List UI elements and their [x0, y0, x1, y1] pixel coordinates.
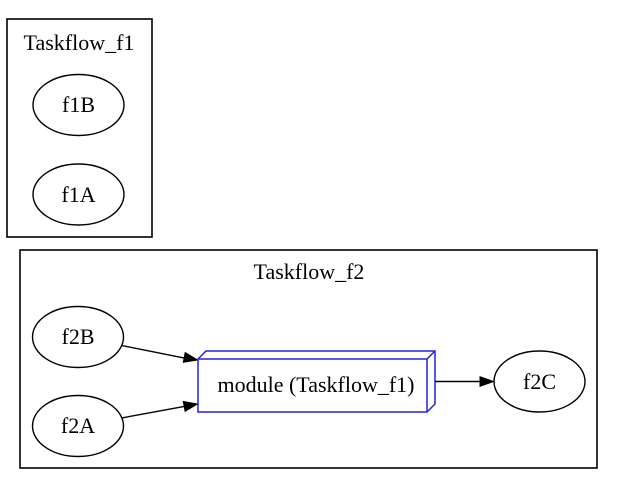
cluster-taskflow-f1-title: Taskflow_f1 — [24, 30, 135, 55]
cluster-taskflow-f2: Taskflow_f2 f2B f2A — [19, 249, 598, 469]
node-f2C-label: f2C — [523, 369, 556, 394]
node-f2C: f2C — [493, 350, 586, 413]
node-module-label: module (Taskflow_f1) — [217, 372, 414, 397]
node-f1A-shape — [32, 163, 125, 226]
cluster-taskflow-f2-title: Taskflow_f2 — [254, 259, 365, 284]
edge-f2A-to-module-line — [121, 405, 186, 419]
node-f1A: f1A — [32, 163, 125, 226]
edge-f2B-to-module — [121, 344, 199, 363]
node-f1A-label: f1A — [61, 182, 95, 207]
cluster-taskflow-f1-border — [6, 18, 153, 238]
cluster-taskflow-f2-border — [19, 249, 598, 469]
module-box3d-inner-edges — [198, 350, 436, 412]
edge-module-to-f2C — [435, 375, 495, 388]
edge-f2A-to-module-arrowhead-icon — [182, 400, 199, 413]
node-f2B: f2B — [31, 305, 125, 369]
node-f1B-label: f1B — [62, 92, 95, 117]
edge-f2A-to-module — [121, 400, 199, 419]
node-f1B-shape — [32, 73, 125, 137]
node-f2A-label: f2A — [61, 413, 95, 438]
edge-module-to-f2C-arrowhead-icon — [479, 375, 495, 388]
node-f1B: f1B — [32, 73, 125, 137]
node-f2A: f2A — [31, 394, 125, 458]
node-f2A-shape — [31, 394, 125, 458]
edge-f2B-to-module-line — [121, 344, 186, 359]
node-f2C-shape — [493, 350, 586, 413]
node-f2B-label: f2B — [62, 324, 95, 349]
node-f2B-shape — [31, 305, 125, 369]
node-module-taskflow-f1: module (Taskflow_f1) — [197, 350, 436, 413]
cluster-taskflow-f1: Taskflow_f1 f1B f1A — [6, 18, 153, 238]
edge-f2B-to-module-arrowhead-icon — [182, 351, 199, 363]
